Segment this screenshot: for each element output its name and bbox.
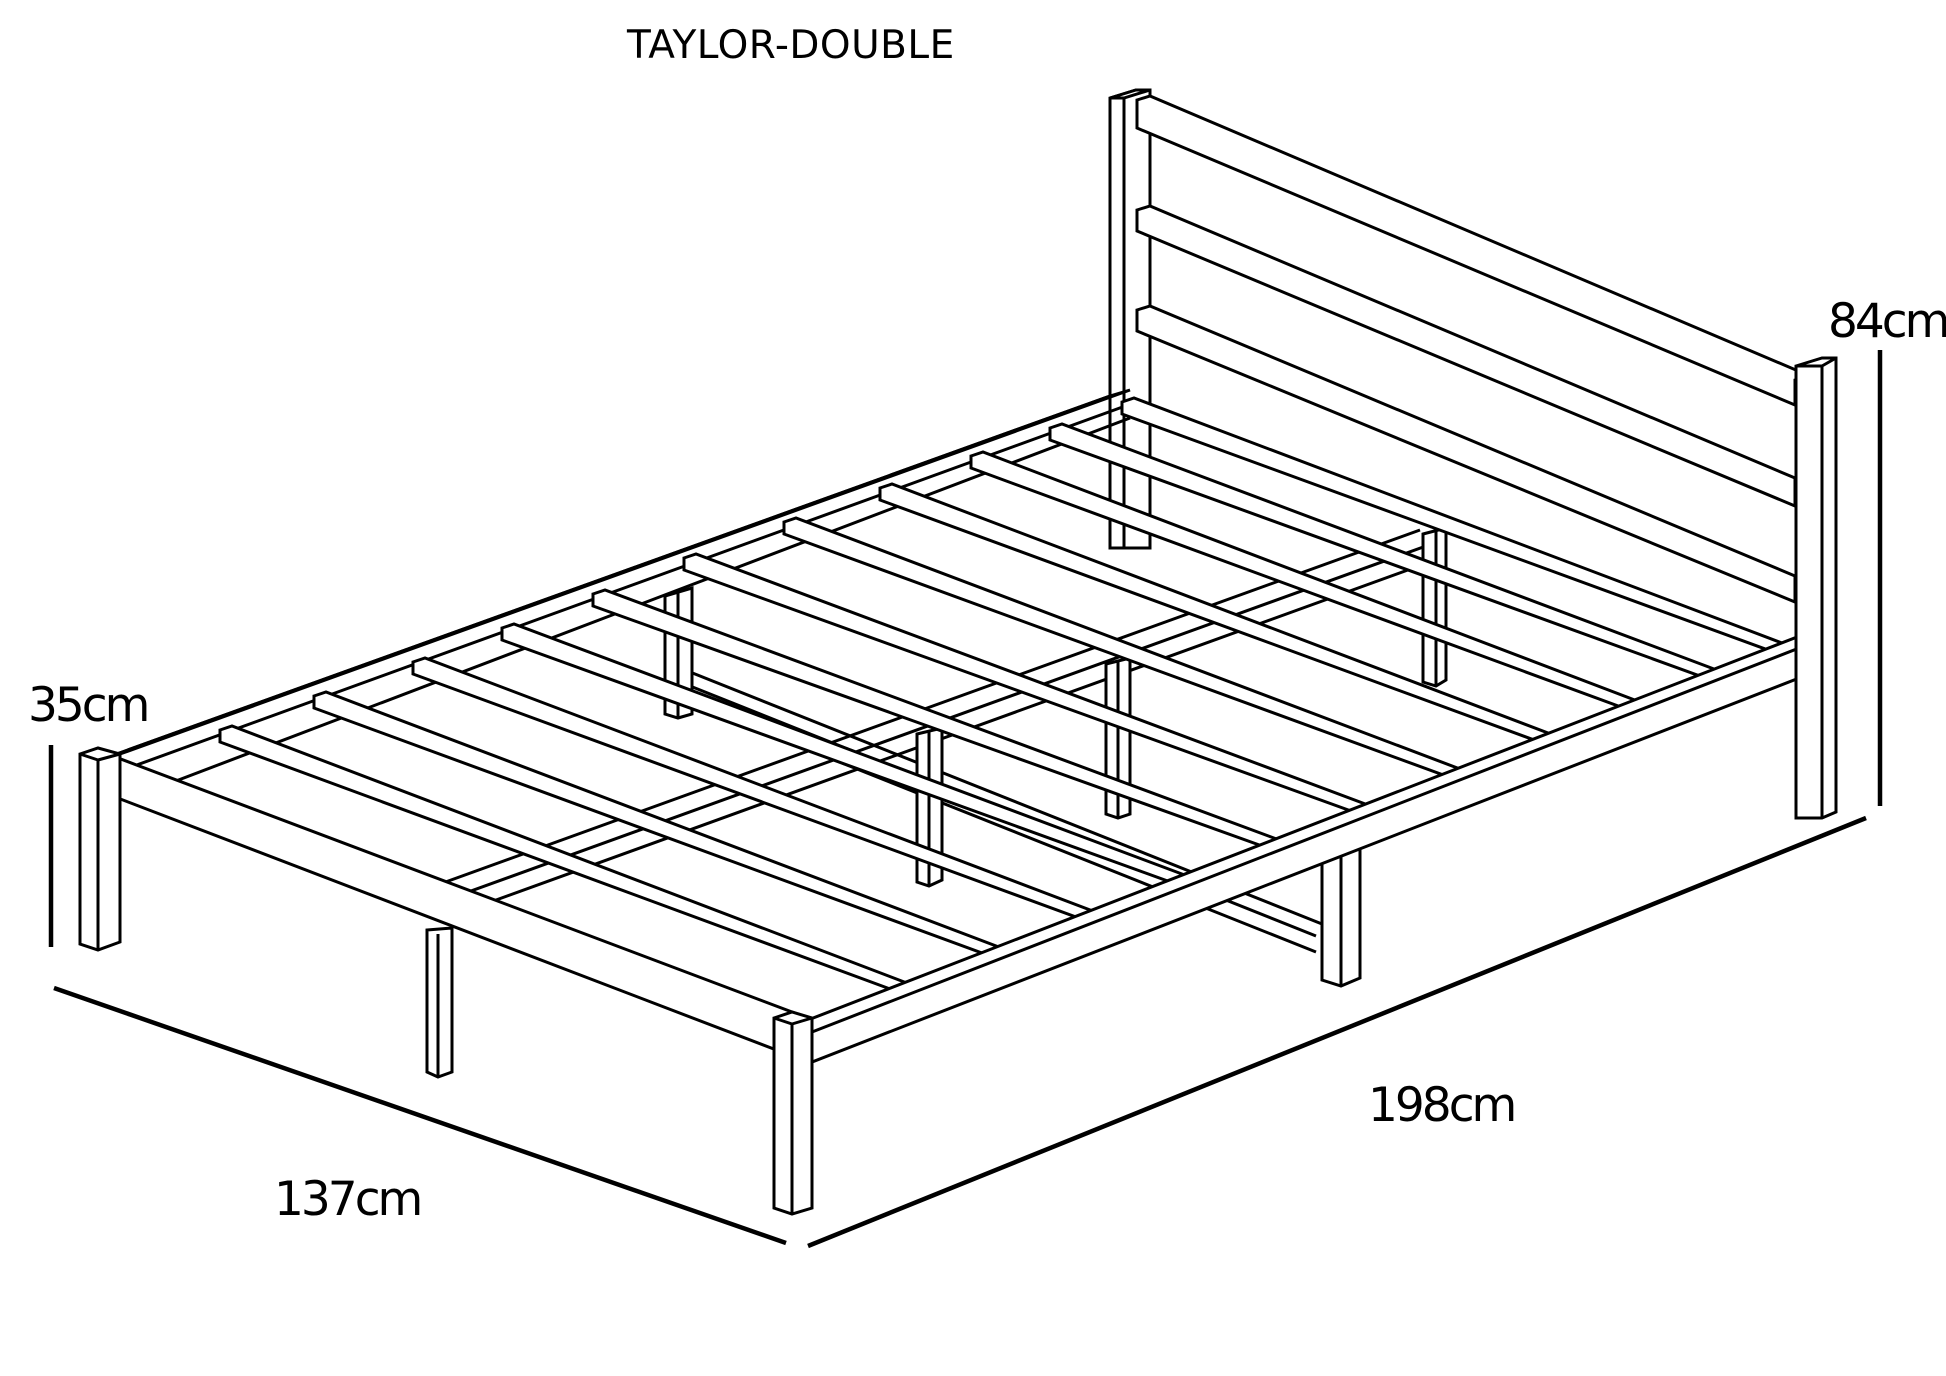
- dimension-lines: [48, 350, 1883, 1249]
- slats: [218, 396, 1792, 1003]
- corner-leg-front-left: [78, 746, 122, 952]
- slat-4: [500, 622, 1200, 895]
- length-label: 198cm: [1368, 1078, 1517, 1133]
- dim-line-width: [53, 985, 787, 1246]
- corner-leg-front-right: [772, 1010, 814, 1216]
- width-label: 137cm: [274, 1172, 423, 1227]
- headboard: [1108, 88, 1815, 605]
- headboard-height-label: 84cm: [1828, 294, 1946, 349]
- dim-line-length: [807, 815, 1867, 1249]
- far-side-rail: [99, 388, 1131, 786]
- headboard-post-right: [1794, 356, 1838, 820]
- diagram-title: TAYLOR-DOUBLE: [627, 23, 955, 68]
- frame-height-label: 35cm: [28, 678, 150, 733]
- slat-6: [682, 552, 1378, 823]
